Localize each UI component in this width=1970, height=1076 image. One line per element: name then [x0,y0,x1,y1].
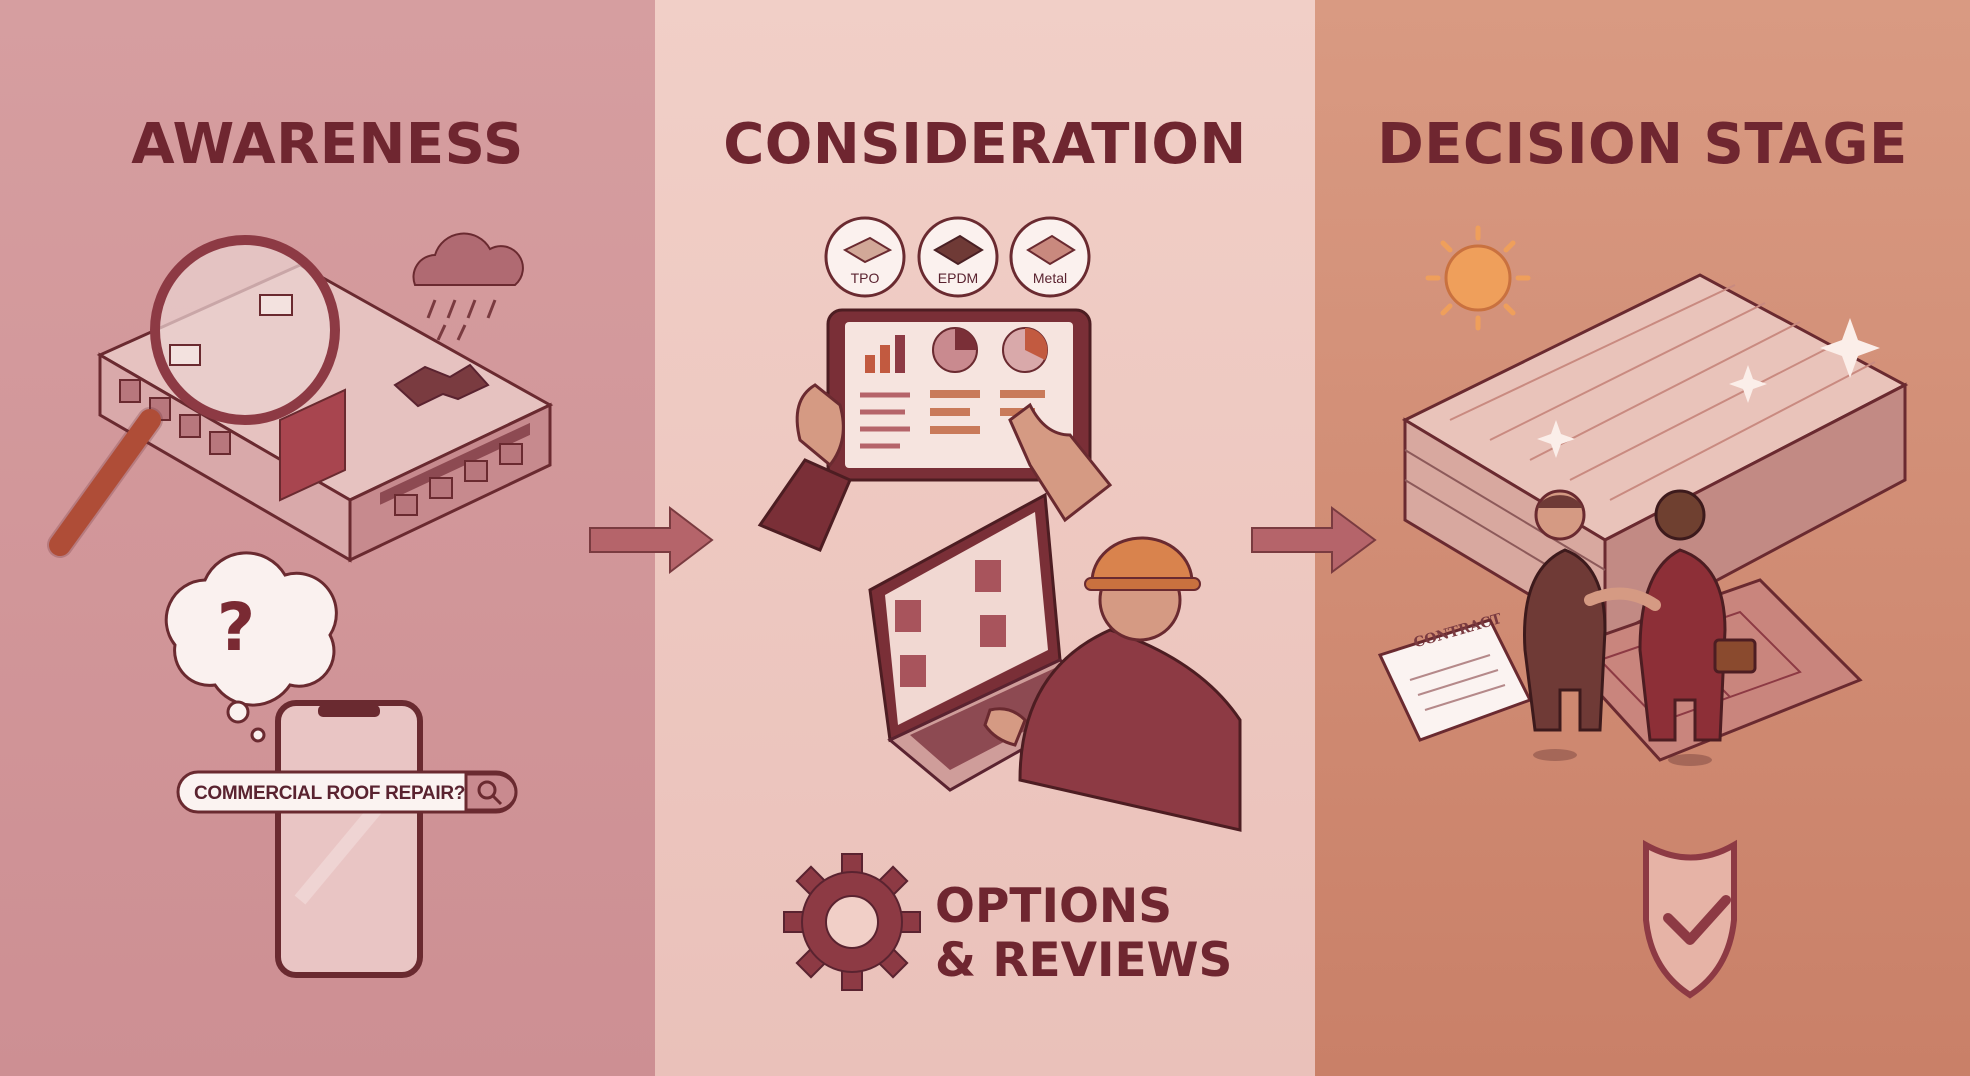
arrow-right-icon [589,505,714,575]
options-line-2: & REVIEWS [935,933,1233,988]
options-line-1: OPTIONS [935,879,1173,934]
contractor-illustration [983,536,1242,832]
magnifier-icon [47,235,340,558]
arrow-right-icon [1251,506,1377,574]
contract-document [1377,618,1533,742]
decision-title: DECISION STAGE [1377,112,1908,177]
material-swatches [824,216,1091,298]
damaged-building-illustration [96,263,554,563]
search-icon [477,780,503,806]
search-bar [176,770,518,814]
gear-icon [783,853,921,991]
shield-check-icon [1643,839,1737,999]
awareness-title: AWARENESS [131,112,524,177]
material-label-metal: Metal [1032,270,1068,286]
handshake-icon [1523,489,1757,766]
smartphone-icon [275,700,423,978]
question-bubble-icon: ? [164,551,338,743]
search-query-text: COMMERCIAL ROOF REPAIR? [194,783,466,804]
svg-text:?: ? [217,589,255,666]
rain-cloud-icon [412,232,524,341]
sun-icon [1425,225,1531,331]
material-label-tpo: TPO [850,270,880,286]
options-reviews-label: OPTIONS & REVIEWS [935,880,1232,988]
material-label-epdm: EPDM [937,270,979,286]
sparkle-icon [1537,318,1880,458]
hands-illustration [757,383,1113,552]
consideration-title: CONSIDERATION [723,112,1247,177]
